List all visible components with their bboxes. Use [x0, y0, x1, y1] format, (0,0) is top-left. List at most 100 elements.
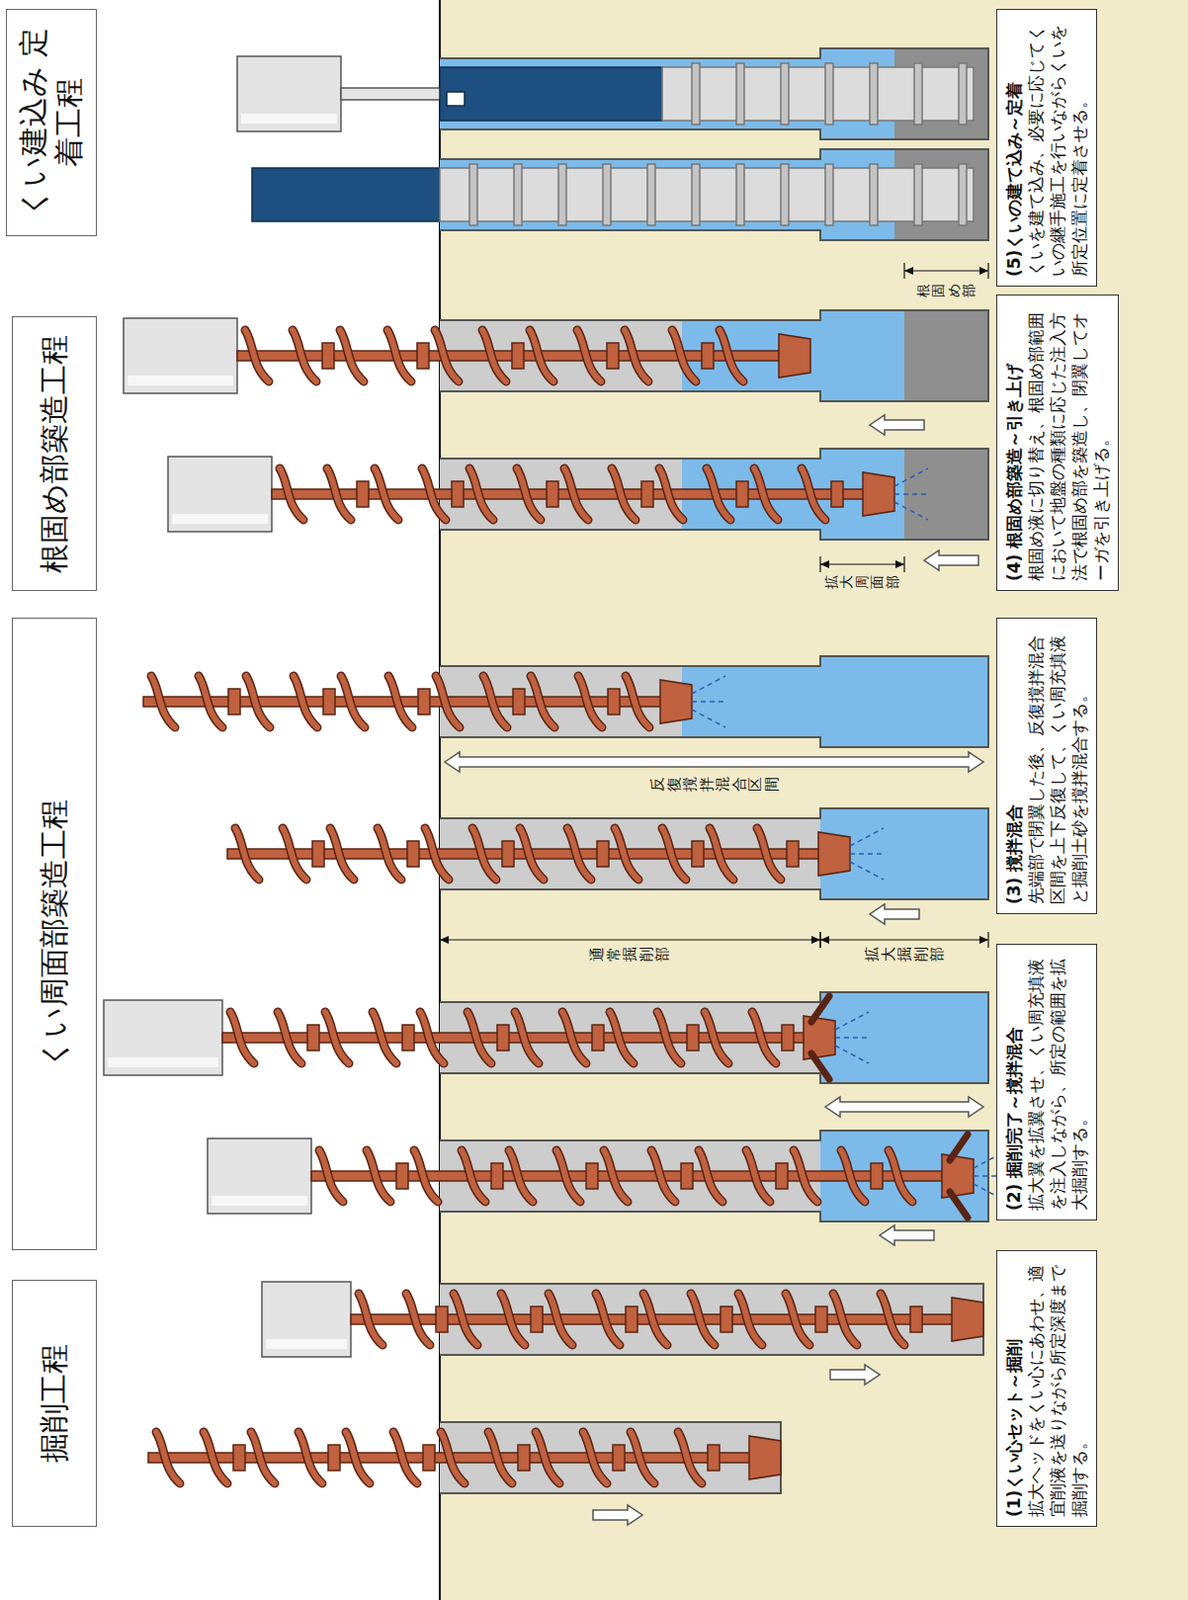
auger-flight — [501, 1293, 525, 1346]
auger-stabilizer — [407, 841, 420, 867]
auger-stabilizer — [530, 1306, 543, 1333]
auger-stabilizer — [910, 1306, 923, 1333]
auger-flight — [519, 828, 544, 880]
auger-flight — [757, 828, 781, 880]
step-text: 拡大ヘッドをくい心にあわせ、適宜削液を送りながら所定深度まで掘削する。 — [1024, 1260, 1091, 1518]
auger-flight-edge — [230, 1012, 255, 1064]
auger-stabilizer — [641, 481, 654, 508]
auger-stabilizer — [512, 688, 525, 715]
auger-flight — [514, 1012, 539, 1064]
auger-flight — [690, 1293, 715, 1346]
auger-flight — [325, 1012, 349, 1064]
auger-flight — [488, 1432, 512, 1484]
auger-flight — [556, 1150, 581, 1202]
auger-stabilizer — [396, 1163, 409, 1189]
auger-flight-edge — [709, 828, 734, 880]
pile-rib — [602, 164, 611, 226]
auger-flight — [657, 1012, 681, 1064]
auger-flight-edge — [345, 1432, 370, 1484]
dimension-label: 反復撹拌混合区間 — [649, 776, 780, 792]
auger-flight — [614, 828, 639, 880]
auger-flight — [372, 1012, 397, 1064]
auger-stabilizer — [680, 1163, 693, 1189]
auger-stabilizer — [517, 1444, 530, 1471]
auger-flight-edge — [514, 1012, 539, 1064]
injection-jet — [894, 468, 931, 520]
auger-flight-edge — [467, 1012, 492, 1064]
step-text: 拡大翼を拡翼させ、くい周充填液を注入しながら、所定の範囲を拡大掘削する。 — [1024, 953, 1091, 1211]
auger-flight — [752, 1012, 776, 1064]
auger-stabilizer — [707, 1444, 720, 1471]
auger-flight-edge — [562, 1012, 587, 1064]
auger-flight — [298, 1432, 323, 1484]
auger-flight-edge — [577, 330, 601, 382]
auger-flight-edge — [564, 468, 589, 520]
auger-flight — [469, 468, 494, 520]
auger-flight-edge — [651, 1150, 676, 1202]
pile-body — [662, 67, 974, 121]
auger-flight — [801, 468, 826, 520]
auger-flight-edge — [578, 676, 602, 728]
auger-flight-edge — [746, 1150, 770, 1202]
auger-flight — [530, 676, 555, 728]
auger-flight-edge — [277, 1012, 302, 1064]
dimension-arrowhead — [820, 935, 989, 944]
pile-rib — [914, 164, 923, 226]
movement-arrow — [830, 1364, 880, 1385]
auger-stabilizer — [233, 1444, 246, 1471]
auger-flight-edge — [567, 828, 592, 880]
phase-title: 根固め部築造工程 — [36, 335, 73, 574]
movement-arrow — [593, 1505, 643, 1526]
drive-unit — [168, 456, 272, 532]
pile-rib — [780, 164, 789, 226]
auger-flight-edge — [387, 330, 412, 382]
auger-flight — [630, 1432, 655, 1484]
auger-flight — [472, 828, 497, 880]
auger-stabilizer — [720, 1306, 733, 1333]
auger-flight — [453, 1293, 478, 1346]
pile-rib — [736, 63, 745, 125]
auger-flight — [434, 330, 459, 382]
auger-flight-edge — [330, 828, 354, 880]
auger-flight — [327, 468, 351, 520]
auger-flight — [841, 1150, 865, 1202]
pile-rib — [958, 63, 967, 125]
auger-stabilizer — [607, 688, 620, 715]
auger-flight — [567, 828, 592, 880]
auger-flight — [483, 676, 508, 728]
borehole-outline — [439, 448, 989, 540]
auger-flight-edge — [698, 1150, 723, 1202]
auger-flight-edge — [483, 676, 508, 728]
auger-flight — [245, 330, 269, 382]
auger-stabilizer — [546, 481, 559, 508]
auger-flight — [366, 1150, 391, 1202]
auger-flight — [548, 1293, 573, 1346]
auger-stabilizer — [402, 1024, 415, 1051]
auger-head — [749, 1436, 781, 1480]
auger-flight-edge — [388, 676, 413, 728]
movement-arrow — [879, 1225, 934, 1246]
auger-shaft — [143, 696, 680, 707]
step-text: 根固め液に切り替え、根固め部範囲において地盤の種類に応じた注入方法で根固め部を築… — [1024, 304, 1112, 582]
auger-flight-edge — [704, 1012, 729, 1064]
auger-flight-edge — [292, 330, 317, 382]
auger-flight — [345, 1432, 370, 1484]
expansion-wing — [949, 1134, 968, 1218]
auger-flight — [424, 828, 449, 880]
pile-rib — [469, 164, 478, 226]
auger-flight — [738, 1293, 763, 1346]
auger-stabilizer — [328, 1444, 340, 1471]
auger-flight-edge — [422, 468, 446, 520]
borehole-outline — [439, 149, 989, 241]
auger-flight — [709, 828, 734, 880]
auger-flight — [888, 1150, 913, 1202]
auger-flight-edge — [424, 828, 449, 880]
auger-flight — [358, 1293, 383, 1346]
auger-flight-edge — [888, 1150, 913, 1202]
drive-highlight — [265, 1339, 347, 1350]
phase-heading-box: くい建込み 定着工程 — [5, 8, 97, 237]
ground-line — [438, 0, 441, 1600]
auger-stabilizer — [435, 1306, 448, 1333]
pile-follower — [252, 168, 440, 222]
auger-flight — [377, 828, 402, 880]
